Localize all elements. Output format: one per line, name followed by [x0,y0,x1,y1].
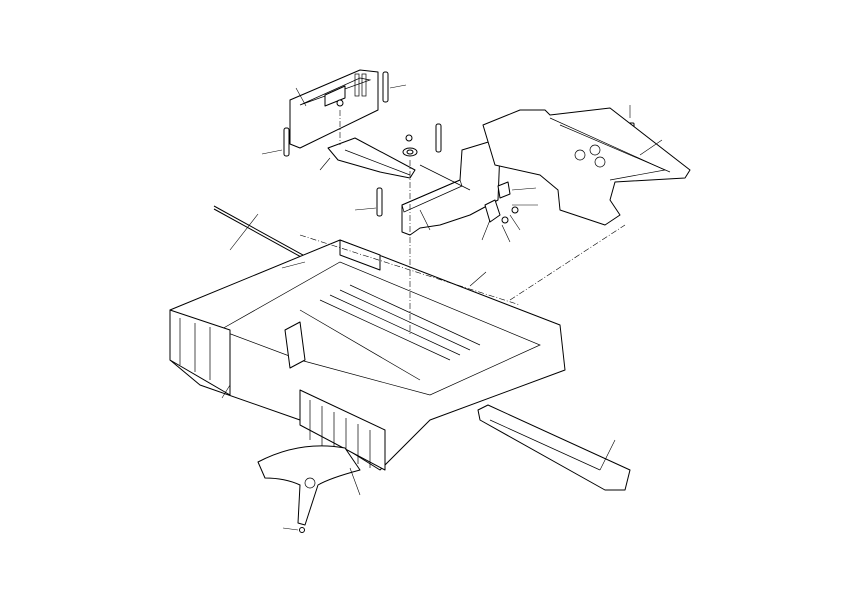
lift-plate-sector [257,445,361,533]
tray-rails [299,284,481,381]
screw-and-washer [336,99,418,157]
side-guide-assembly [401,139,519,236]
guide-link-plate [327,137,416,179]
rear-guide-plate [289,69,379,149]
leader-lines [221,84,663,531]
drive-shaft [213,205,313,264]
paper-tray-body [169,239,566,471]
assembly-center-lines [299,110,626,335]
bottom-rail-plate [477,404,631,491]
top-right-plate [482,107,691,226]
